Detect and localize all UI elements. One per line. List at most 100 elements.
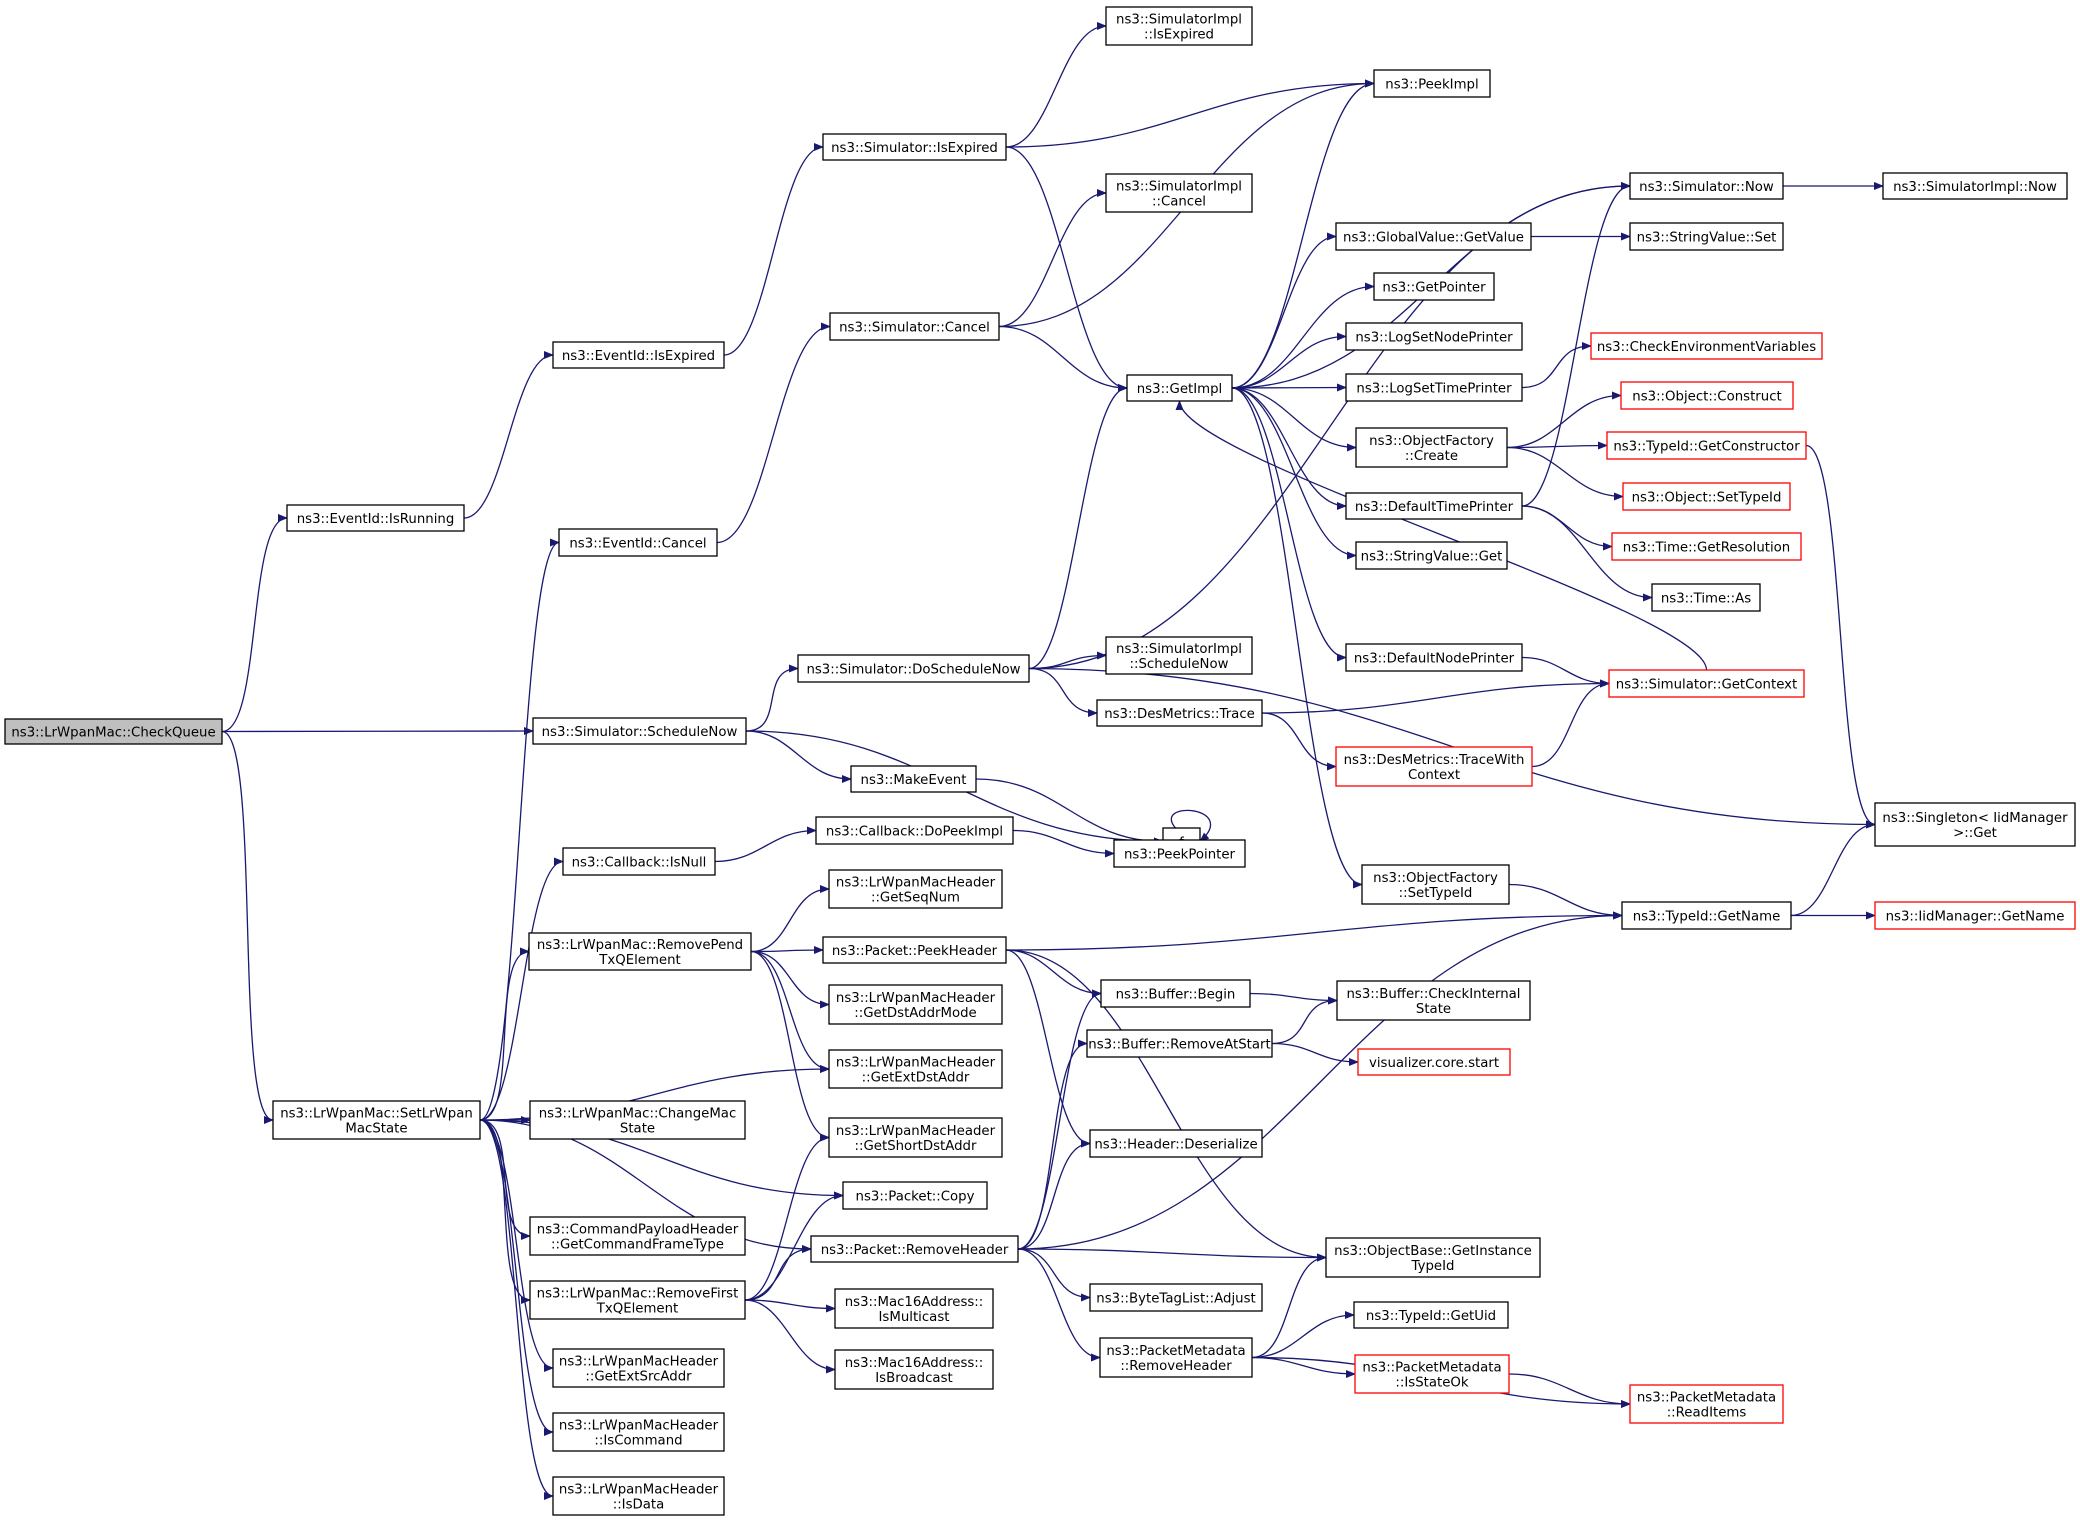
node-label: ::SetTypeId: [1399, 886, 1473, 901]
node-cbdopeek[interactable]: ns3::Callback::DoPeekImpl: [815, 816, 1014, 845]
node-peekpointer[interactable]: ns3::PeekPointer: [1113, 839, 1246, 868]
node-svget[interactable]: ns3::StringValue::Get: [1355, 541, 1508, 570]
node-eventcancel[interactable]: ns3::EventId::Cancel: [558, 528, 718, 557]
node-label: ns3::Buffer::CheckInternal: [1346, 987, 1520, 1002]
node-timegetres[interactable]: ns3::Time::GetResolution: [1611, 532, 1802, 561]
node-checkenv[interactable]: ns3::CheckEnvironmentVariables: [1590, 332, 1823, 360]
node-destrace[interactable]: ns3::DesMetrics::Trace: [1096, 699, 1263, 727]
node-deftimeprinter[interactable]: ns3::DefaultTimePrinter: [1345, 492, 1523, 520]
node-hdrgetextdst[interactable]: ns3::LrWpanMacHeader::GetExtDstAddr: [828, 1049, 1003, 1089]
node-label: ns3::PeekPointer: [1124, 848, 1236, 863]
node-label: ns3::Mac16Address::: [845, 1295, 984, 1310]
node-implisexpired[interactable]: ns3::SimulatorImpl::IsExpired: [1105, 6, 1253, 46]
node-hdriscommand[interactable]: ns3::LrWpanMacHeader::IsCommand: [552, 1412, 725, 1452]
node-hdrgetseqnum[interactable]: ns3::LrWpanMacHeader::GetSeqNum: [828, 869, 1003, 909]
node-implcancel[interactable]: ns3::SimulatorImpl::Cancel: [1105, 173, 1253, 213]
node-label: ::Create: [1405, 449, 1458, 464]
node-label: ns3::GetPointer: [1382, 281, 1486, 296]
node-label: ::GetExtSrcAddr: [585, 1370, 692, 1385]
node-cbisnull[interactable]: ns3::Callback::IsNull: [562, 847, 716, 876]
node-pktcopy[interactable]: ns3::Packet::Copy: [842, 1181, 988, 1210]
node-svset[interactable]: ns3::StringValue::Set: [1629, 222, 1784, 251]
node-simcancel[interactable]: ns3::Simulator::Cancel: [829, 312, 1000, 341]
edge-getimpl-to-deftimeprinter: [1231, 387, 1347, 510]
node-eventisexpired[interactable]: ns3::EventId::IsExpired: [552, 341, 725, 369]
node-pmisstateok[interactable]: ns3::PacketMetadata::IsStateOk: [1354, 1354, 1510, 1394]
node-label: ns3::LrWpanMacHeader: [559, 1483, 719, 1498]
node-getimpl[interactable]: ns3::GetImpl: [1126, 374, 1233, 402]
node-label: ns3::TypeId::GetName: [1633, 910, 1781, 925]
node-objconstruct[interactable]: ns3::Object::Construct: [1620, 381, 1794, 410]
node-iidgetname[interactable]: ns3::IidManager::GetName: [1874, 901, 2076, 930]
node-timeas[interactable]: ns3::Time::As: [1651, 583, 1761, 612]
node-simgetcontext[interactable]: ns3::Simulator::GetContext: [1608, 669, 1805, 698]
node-peekimpl[interactable]: ns3::PeekImpl: [1373, 69, 1491, 98]
node-vizstart[interactable]: visualizer.core.start: [1357, 1048, 1511, 1076]
node-m16ismulticast[interactable]: ns3::Mac16Address::IsMulticast: [834, 1288, 994, 1329]
node-hdrgetextsrc[interactable]: ns3::LrWpanMacHeader::GetExtSrcAddr: [552, 1348, 725, 1388]
node-isrunning[interactable]: ns3::EventId::IsRunning: [286, 504, 465, 532]
node-cmdframetype[interactable]: ns3::CommandPayloadHeader::GetCommandFra…: [529, 1216, 746, 1256]
node-ofsettypeid[interactable]: ns3::ObjectFactory::SetTypeId: [1361, 864, 1510, 905]
node-hdrisdata[interactable]: ns3::LrWpanMacHeader::IsData: [552, 1476, 725, 1516]
node-label: ns3::DesMetrics::TraceWith: [1344, 753, 1525, 768]
node-label: State: [1416, 1002, 1451, 1017]
edge-getimpl-to-logsetnode: [1231, 332, 1347, 389]
node-bufbegin[interactable]: ns3::Buffer::Begin: [1100, 979, 1251, 1008]
node-label: ns3::LrWpanMacHeader: [836, 991, 996, 1006]
edge-defnodeprinter-to-simgetcontext: [1521, 656, 1610, 688]
edge-destrace-to-simgetcontext: [1261, 679, 1610, 714]
node-typeidgetname[interactable]: ns3::TypeId::GetName: [1621, 901, 1792, 930]
edge-eventisexpired-to-simisexpired: [723, 143, 824, 356]
node-pktpeekheader[interactable]: ns3::Packet::PeekHeader: [822, 936, 1007, 964]
node-defnodeprinter[interactable]: ns3::DefaultNodePrinter: [1345, 643, 1523, 672]
node-m16isbroadcast[interactable]: ns3::Mac16Address::IsBroadcast: [834, 1349, 994, 1390]
node-label: ns3::ObjectFactory: [1373, 871, 1498, 886]
edge-setstate-to-hdrgetextsrc: [479, 1119, 554, 1372]
node-ofcreate[interactable]: ns3::ObjectFactory::Create: [1355, 427, 1508, 468]
node-objsettypeid[interactable]: ns3::Object::SetTypeId: [1622, 482, 1791, 511]
node-simnow[interactable]: ns3::Simulator::Now: [1629, 172, 1784, 200]
node-implnow[interactable]: ns3::SimulatorImpl::Now: [1882, 172, 2068, 200]
node-btladjust[interactable]: ns3::ByteTagList::Adjust: [1089, 1283, 1263, 1312]
node-typeidgetuid[interactable]: ns3::TypeId::GetUid: [1353, 1301, 1509, 1329]
edge-removefirst-to-m16ismulticast: [744, 1299, 836, 1313]
node-label: ns3::GetImpl: [1137, 382, 1222, 397]
node-label: ::GetDstAddrMode: [854, 1006, 976, 1021]
node-label: ns3::Callback::DoPeekImpl: [826, 825, 1003, 840]
node-label: ::GetShortDstAddr: [855, 1139, 977, 1154]
node-gvgetvalue[interactable]: ns3::GlobalValue::GetValue: [1335, 222, 1532, 251]
edge-typeidgetname-to-singletonget: [1790, 820, 1876, 917]
node-pmremoveheader[interactable]: ns3::PacketMetadata::RemoveHeader: [1099, 1337, 1253, 1378]
node-hdrgetdstaddrmode[interactable]: ns3::LrWpanMacHeader::GetDstAddrMode: [828, 984, 1003, 1025]
node-getconstructor[interactable]: ns3::TypeId::GetConstructor: [1606, 431, 1807, 460]
node-label: State: [620, 1122, 655, 1137]
node-hdrgetshortdst[interactable]: ns3::LrWpanMacHeader::GetShortDstAddr: [828, 1117, 1003, 1158]
node-logsettime[interactable]: ns3::LogSetTimePrinter: [1345, 373, 1523, 402]
node-implschedulenow[interactable]: ns3::SimulatorImpl::ScheduleNow: [1105, 636, 1253, 675]
node-checkqueue[interactable]: ns3::LrWpanMac::CheckQueue: [4, 718, 223, 745]
node-label: ns3::LrWpanMac::CheckQueue: [11, 726, 215, 741]
edge-pktpeekheader-to-typeidgetname: [1005, 911, 1623, 951]
node-doschedulenow[interactable]: ns3::Simulator::DoScheduleNow: [797, 654, 1030, 683]
node-getpointer[interactable]: ns3::GetPointer: [1373, 272, 1495, 301]
node-pktremoveheader[interactable]: ns3::Packet::RemoveHeader: [810, 1235, 1019, 1263]
edge-doschedulenow-to-getimpl: [1028, 384, 1128, 670]
node-simisexpired[interactable]: ns3::Simulator::IsExpired: [822, 133, 1007, 161]
node-singletonget[interactable]: ns3::Singleton< IidManager>::Get: [1874, 802, 2076, 847]
node-pmreaditems[interactable]: ns3::PacketMetadata::ReadItems: [1629, 1384, 1784, 1424]
edge-getimpl-to-svget: [1231, 387, 1357, 560]
edge-simgetcontext-to-getimpl: [1175, 400, 1708, 671]
node-schedulenow[interactable]: ns3::Simulator::ScheduleNow: [532, 717, 747, 745]
node-hdrdeserialize[interactable]: ns3::Header::Deserialize: [1089, 1129, 1263, 1158]
node-logsetnode[interactable]: ns3::LogSetNodePrinter: [1345, 322, 1523, 351]
node-makeevent[interactable]: ns3::MakeEvent: [850, 765, 977, 793]
node-bufremoveatstart[interactable]: ns3::Buffer::RemoveAtStart: [1086, 1029, 1273, 1058]
